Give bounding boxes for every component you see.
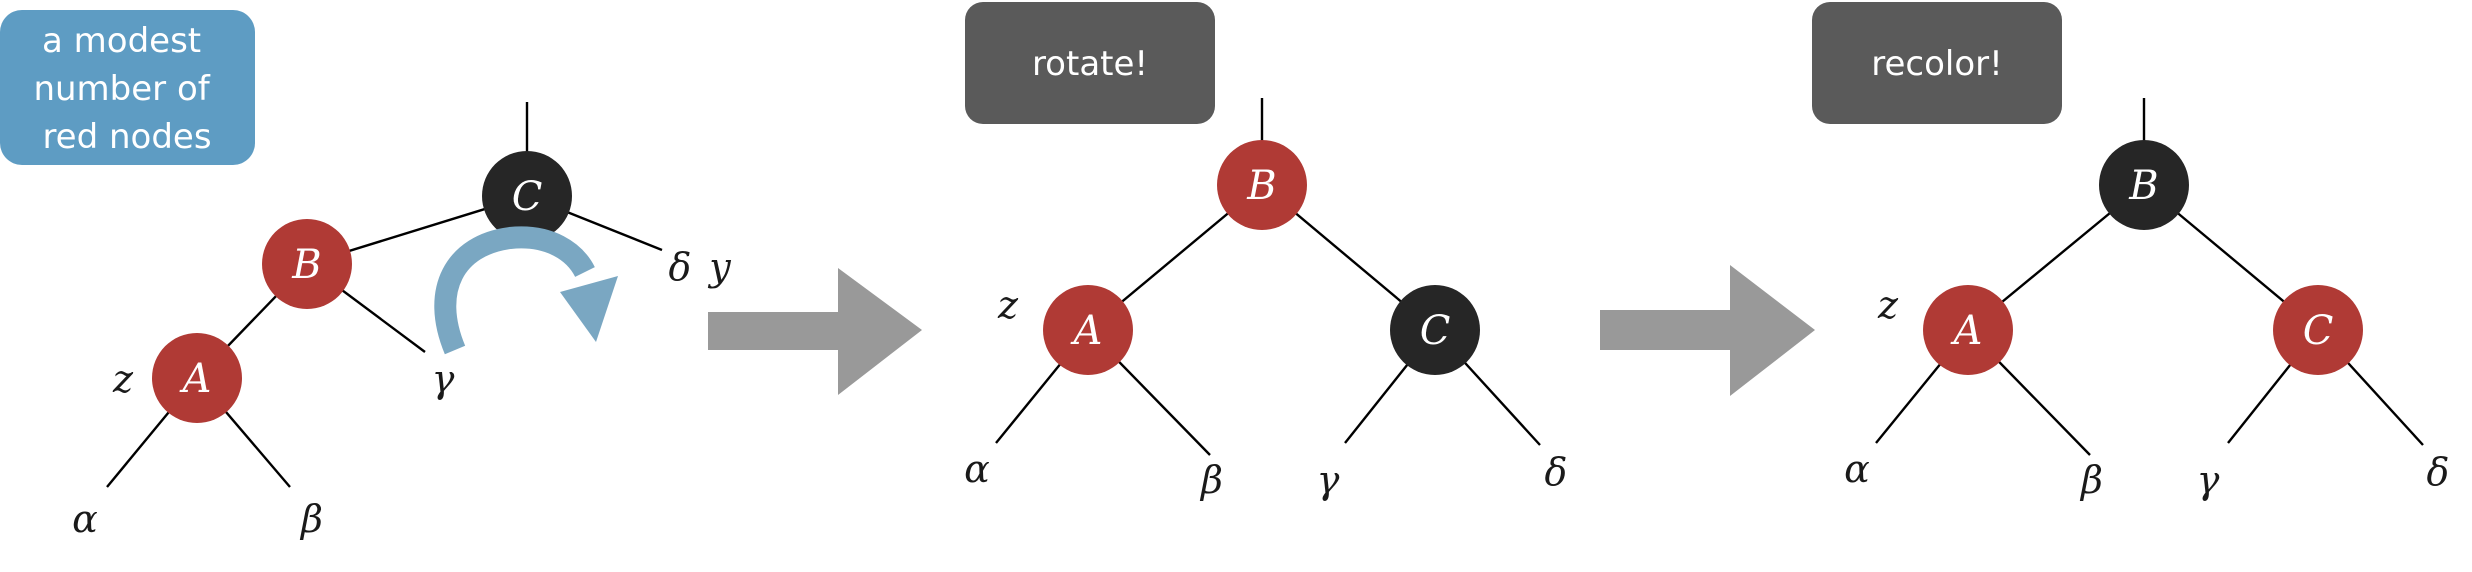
node-c-label: C (1420, 308, 1451, 354)
panel-rotated: rotate! B A C z α β γ δ (964, 2, 1567, 502)
node-a (1043, 285, 1133, 375)
node-c (482, 151, 572, 241)
label-alpha: α (964, 447, 990, 491)
rotate-arrow-icon (434, 226, 618, 355)
node-c-label: C (2303, 308, 2334, 354)
callout-text-left: a modest number of red nodes (33, 21, 220, 157)
node-b-label: B (2128, 163, 2158, 209)
label-gamma: γ (432, 357, 455, 401)
node-a-label: A (1950, 308, 1983, 354)
label-delta: δ (669, 245, 692, 289)
label-delta: δ (1545, 450, 1568, 494)
callout-box-left (0, 10, 255, 165)
label-gamma: γ (2197, 458, 2220, 502)
callout-text-right: recolor! (1871, 44, 2003, 84)
label-z: z (1877, 283, 1899, 327)
callout-text-middle: rotate! (1032, 44, 1148, 84)
node-a-label: A (1070, 308, 1103, 354)
label-z: z (997, 283, 1019, 327)
label-z: z (112, 357, 134, 401)
transition-arrow-1 (708, 268, 922, 395)
node-b (262, 219, 352, 309)
node-a (152, 333, 242, 423)
node-b-label: B (291, 242, 321, 288)
callout-box-middle (965, 2, 1215, 124)
panel-recolored: recolor! B A C z α β γ δ (1812, 2, 2449, 502)
label-y: y (707, 245, 731, 289)
node-c (2273, 285, 2363, 375)
label-alpha: α (72, 497, 98, 541)
label-beta: β (299, 497, 323, 541)
label-delta: δ (2427, 450, 2450, 494)
label-alpha: α (1844, 447, 1870, 491)
transition-arrow-2 (1600, 265, 1815, 396)
node-b (1217, 140, 1307, 230)
node-c-label: C (512, 174, 543, 220)
node-c (1390, 285, 1480, 375)
panel-initial: a modest number of red nodes C B A z δ y… (0, 10, 731, 541)
node-a (1923, 285, 2013, 375)
label-beta: β (2079, 458, 2103, 502)
node-a-label: A (179, 356, 212, 402)
callout-box-right (1812, 2, 2062, 124)
node-b-label: B (1246, 163, 1276, 209)
label-beta: β (1199, 458, 1223, 502)
label-gamma: γ (1317, 458, 1340, 502)
node-b (2099, 140, 2189, 230)
